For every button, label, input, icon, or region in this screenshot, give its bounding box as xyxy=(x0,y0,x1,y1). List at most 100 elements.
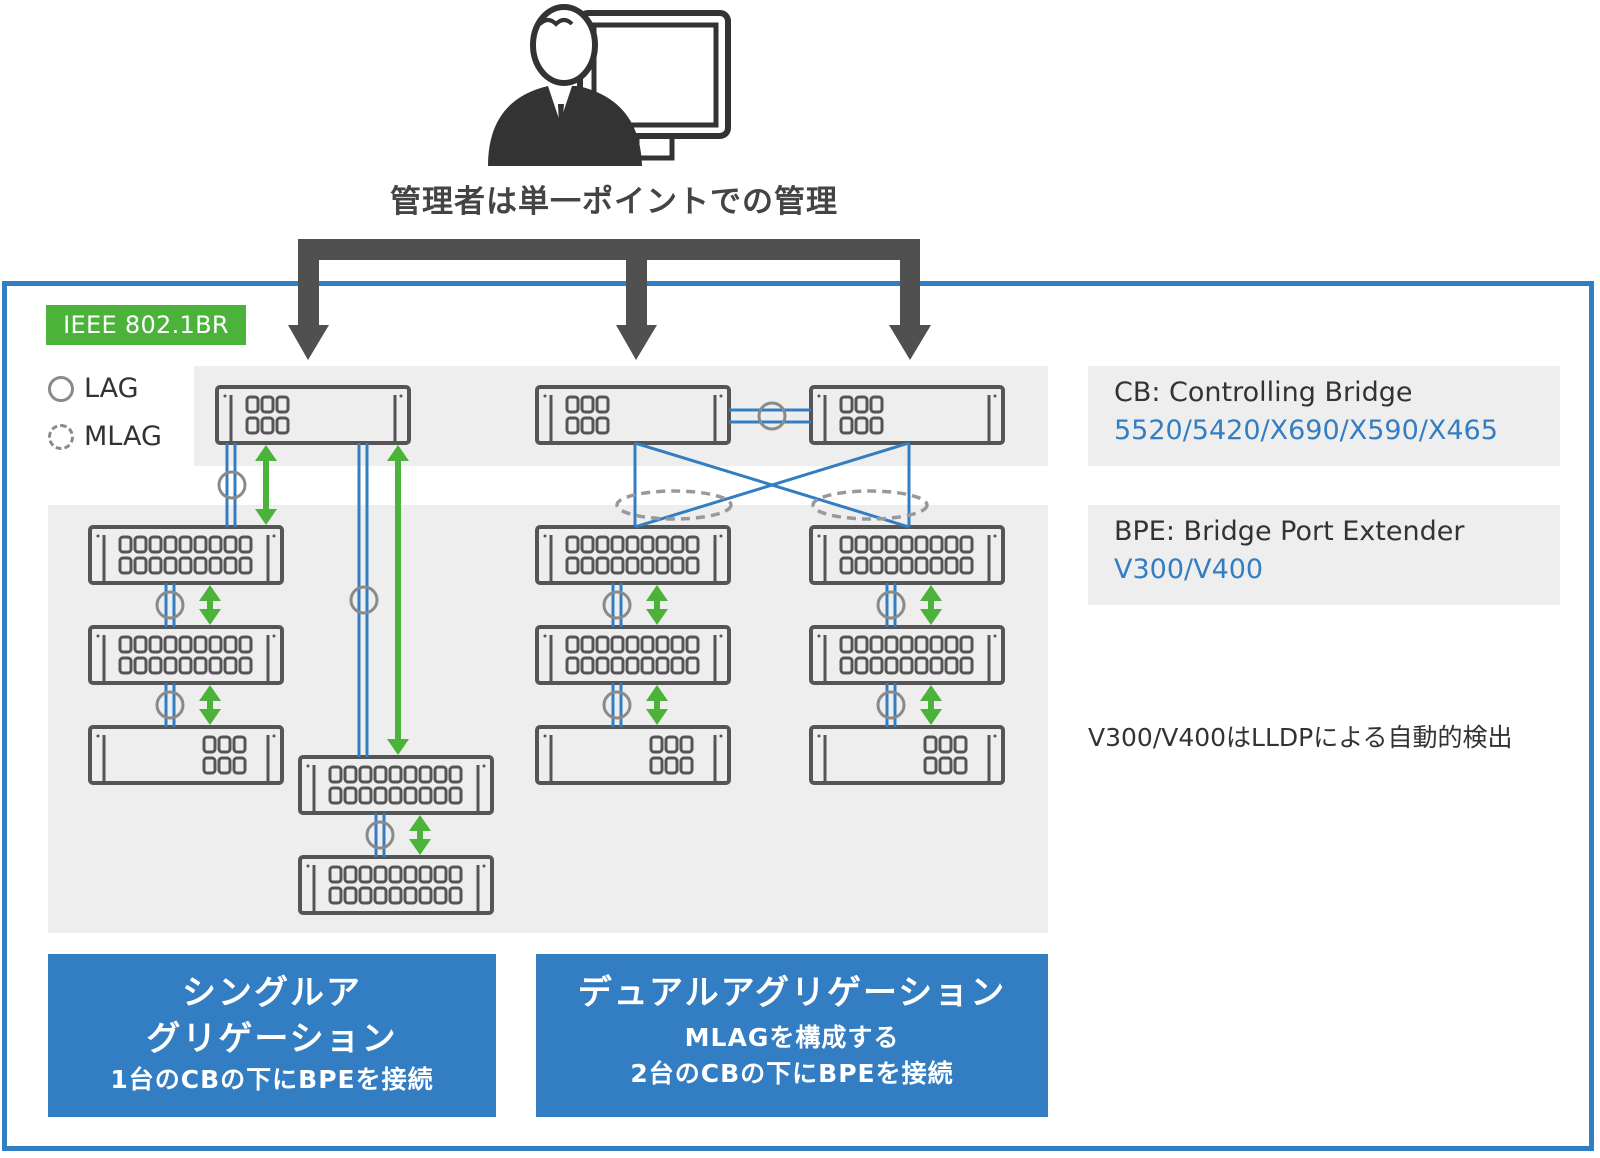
port xyxy=(418,865,433,884)
dual-link-left-a-b xyxy=(611,583,623,627)
port xyxy=(625,556,640,575)
cb-models: 5520/5420/X690/X590/X465 xyxy=(1114,415,1498,446)
port xyxy=(388,786,403,805)
single-control-arrow-3 xyxy=(199,585,221,625)
port xyxy=(655,656,670,675)
device-chassis xyxy=(88,625,284,685)
port xyxy=(953,735,968,754)
device-led xyxy=(543,394,547,398)
device-led xyxy=(272,734,276,738)
dual-link-left-b-c xyxy=(611,683,623,727)
port xyxy=(403,786,418,805)
port xyxy=(232,735,247,754)
port xyxy=(839,395,854,414)
lag-ring-icon xyxy=(155,590,185,620)
network-devices xyxy=(88,385,1005,915)
port xyxy=(565,416,580,435)
legend-lag-label: LAG xyxy=(84,373,139,404)
port xyxy=(565,395,580,414)
port xyxy=(358,886,373,905)
port xyxy=(685,535,700,554)
port xyxy=(388,886,403,905)
device-chassis xyxy=(809,625,1005,685)
lag-ring-icon xyxy=(602,690,632,720)
device-chassis xyxy=(535,725,731,785)
port xyxy=(914,656,929,675)
port xyxy=(914,635,929,654)
dual-subtitle-line-2: 2台のCBの下にBPEを接続 xyxy=(630,1059,954,1088)
arrow-shaft xyxy=(207,697,213,713)
arrow-to-dual-cb-right xyxy=(889,325,931,360)
port xyxy=(202,756,217,775)
arrow-head-up xyxy=(199,685,221,701)
port xyxy=(148,556,163,575)
device-led xyxy=(817,634,821,638)
port xyxy=(938,735,953,754)
device-led xyxy=(993,534,997,538)
port xyxy=(163,535,178,554)
port xyxy=(275,416,290,435)
dual-bpe-right-c xyxy=(809,725,1005,785)
port xyxy=(580,395,595,414)
device-led xyxy=(719,534,723,538)
device-led xyxy=(993,634,997,638)
port xyxy=(418,886,433,905)
arrow-head-down xyxy=(646,709,668,725)
mlag-ring-icon xyxy=(811,489,929,521)
single-bpe-2b xyxy=(298,855,494,915)
port xyxy=(839,416,854,435)
single-link-cb-1a xyxy=(225,443,237,527)
dual-bpe-left-b xyxy=(535,625,731,685)
port xyxy=(610,635,625,654)
port xyxy=(649,735,664,754)
port xyxy=(640,556,655,575)
port xyxy=(223,635,238,654)
port xyxy=(914,535,929,554)
port xyxy=(839,635,854,654)
arrow-shaft xyxy=(417,827,423,843)
device-led xyxy=(96,534,100,538)
port xyxy=(839,656,854,675)
port xyxy=(670,556,685,575)
port xyxy=(418,786,433,805)
single-bpe-1b xyxy=(88,625,284,685)
arrow-head-down xyxy=(920,609,942,625)
dual-aggregation-box: デュアルアグリゲーション MLAGを構成する 2台のCBの下にBPEを接続 xyxy=(536,954,1048,1117)
port xyxy=(403,886,418,905)
port xyxy=(959,556,974,575)
port xyxy=(944,656,959,675)
arrow-shaft xyxy=(654,697,660,713)
arrow-to-dual-cb-left xyxy=(616,325,657,360)
arrow-shaft xyxy=(928,697,934,713)
port xyxy=(118,656,133,675)
port xyxy=(388,865,403,884)
port xyxy=(655,535,670,554)
port xyxy=(580,556,595,575)
port xyxy=(649,756,664,775)
lag-ring-icon xyxy=(876,690,906,720)
port xyxy=(223,656,238,675)
port xyxy=(433,786,448,805)
single-title-line-2: グリゲーション xyxy=(146,1019,398,1059)
port xyxy=(929,556,944,575)
single-link-2a-2b xyxy=(374,813,386,857)
port xyxy=(358,865,373,884)
port xyxy=(923,735,938,754)
arrow-shaft xyxy=(654,597,660,613)
arrow-head-down xyxy=(199,609,221,625)
single-title-line-1: シングルア xyxy=(182,973,362,1013)
port xyxy=(178,535,193,554)
port xyxy=(580,635,595,654)
port xyxy=(899,635,914,654)
port xyxy=(148,656,163,675)
person-icon xyxy=(488,4,642,166)
single-link-1a-1b xyxy=(164,583,176,627)
mlag-ring-icon xyxy=(615,489,733,521)
port xyxy=(625,535,640,554)
port xyxy=(854,416,869,435)
port xyxy=(884,556,899,575)
port xyxy=(328,765,343,784)
port xyxy=(217,735,232,754)
administrator-icon xyxy=(488,4,731,166)
